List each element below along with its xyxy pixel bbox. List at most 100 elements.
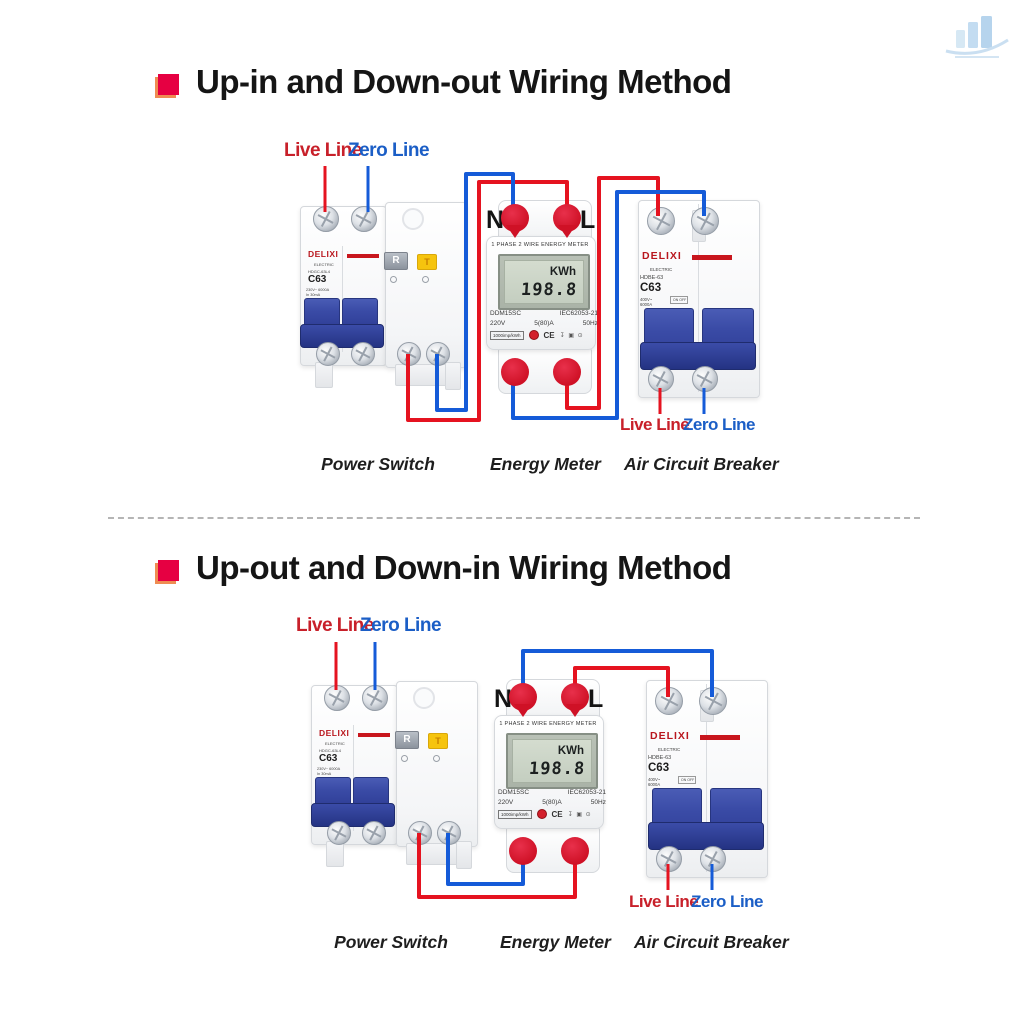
meter-voltage: 220V bbox=[490, 320, 506, 327]
onoff-marks: ON OFF bbox=[678, 776, 696, 784]
terminal-L-label: L bbox=[588, 685, 604, 713]
specs-line2: 6000A bbox=[648, 782, 661, 787]
terminal-L-label: L bbox=[580, 206, 596, 234]
din-tab bbox=[315, 362, 333, 388]
meter-header: 1 PHASE 2 WIRE ENERGY METER bbox=[499, 721, 597, 727]
specs-line1: 400V~ bbox=[648, 777, 661, 782]
ce-mark: CE bbox=[543, 330, 555, 340]
terminal-cover-N-icon bbox=[509, 683, 537, 717]
terminal-screw-top-live bbox=[647, 207, 675, 235]
pulse-led-icon bbox=[536, 809, 547, 819]
terminal-screw-bottom bbox=[362, 821, 386, 845]
test-button[interactable]: T bbox=[417, 254, 437, 270]
meter-rating-row: 220V 5(80)A 50Hz bbox=[490, 320, 598, 327]
current-rating: C63 bbox=[308, 274, 327, 285]
terminal-screw-bottom bbox=[316, 342, 340, 366]
power-switch-right-module bbox=[396, 681, 478, 847]
meter-model-row: DDM15SC IEC62053-21 bbox=[490, 310, 598, 317]
brand-bar bbox=[347, 254, 379, 258]
meter-rating-row: 220V 5(80)A 50Hz bbox=[498, 799, 606, 806]
terminal-screw-bottom-zero bbox=[692, 366, 718, 392]
buildings-logo-watermark-icon bbox=[945, 16, 1009, 58]
terminal-screw-bottom-live bbox=[648, 366, 674, 392]
impulse-rate: 1000imp/kWh bbox=[498, 809, 532, 819]
brand-logo: DELIXI bbox=[642, 250, 682, 262]
meter-model: DDM15SC bbox=[498, 789, 530, 796]
test-button[interactable]: T bbox=[428, 733, 448, 749]
ce-mark: CE bbox=[551, 809, 563, 819]
lcd-unit: KWh bbox=[549, 266, 576, 278]
s2-breaker-zero-line-label: Zero Line bbox=[691, 892, 764, 911]
terminal-screw-top-zero bbox=[351, 206, 377, 232]
breaker-toggle-handle[interactable] bbox=[311, 803, 395, 827]
brand-bar bbox=[358, 733, 390, 737]
terminal-cover-bottom-left-icon bbox=[509, 837, 537, 865]
terminal-screw-bottom-live bbox=[656, 846, 682, 872]
current-rating: C63 bbox=[648, 762, 670, 774]
energy-meter: N L 1 PHASE 2 WIRE ENERGY METER KWh 198.… bbox=[486, 675, 618, 875]
brand-sub: ELECTRIC bbox=[658, 747, 681, 752]
terminal-cover-bottom-left-icon bbox=[501, 358, 529, 386]
specs-line2: In 30mA bbox=[306, 293, 321, 297]
meter-header: 1 PHASE 2 WIRE ENERGY METER bbox=[491, 242, 589, 248]
terminal-screw-top-zero bbox=[699, 687, 727, 715]
terminal-screw-bottom bbox=[351, 342, 375, 366]
meter-frequency: 50Hz bbox=[582, 320, 598, 327]
brand-bar bbox=[700, 735, 740, 740]
meter-frequency: 50Hz bbox=[590, 799, 606, 806]
terminal-cover-bottom-right-icon bbox=[561, 837, 589, 865]
indicator-mark-icon bbox=[433, 755, 440, 762]
terminal-screw-bottom-live-out bbox=[397, 342, 421, 366]
brand-bar bbox=[692, 255, 732, 260]
meter-current: 5(80)A bbox=[542, 799, 562, 806]
s2-breaker-live-line-label: Live Line bbox=[629, 892, 699, 911]
reset-button[interactable]: R bbox=[384, 252, 408, 270]
power-switch-right-module bbox=[385, 202, 467, 368]
reset-button[interactable]: R bbox=[395, 731, 419, 749]
section2-title: Up-out and Down-in Wiring Method bbox=[196, 549, 732, 586]
model-number: HDBE-63 bbox=[640, 275, 664, 281]
impulse-rate: 1000imp/kWh bbox=[490, 330, 524, 340]
s1-supply-zero-line-label: Zero Line bbox=[348, 140, 430, 161]
terminal-screw-top-live bbox=[324, 685, 350, 711]
s2-energy-meter-caption: Energy Meter bbox=[500, 932, 611, 952]
model-number: HDGC-63L4 bbox=[308, 269, 331, 274]
brand-logo: DELIXI bbox=[308, 249, 339, 259]
lcd-screen: KWh 198.8 bbox=[504, 260, 584, 304]
air-circuit-breaker: DELIXI ELECTRIC HDBE-63 C63 400V~ 6000A … bbox=[636, 198, 760, 398]
din-tab bbox=[456, 841, 472, 869]
din-tab bbox=[406, 843, 463, 865]
power-switch: DELIXI ELECTRIC HDGC-63L4 C63 230V~ 6000… bbox=[311, 677, 478, 872]
terminal-screw-bottom bbox=[327, 821, 351, 845]
blind-hole bbox=[413, 687, 435, 709]
specs-line2: In 30mA bbox=[317, 772, 332, 776]
s2-supply-zero-line-label: Zero Line bbox=[360, 615, 442, 636]
section-divider bbox=[108, 517, 920, 519]
din-tab bbox=[326, 841, 344, 867]
terminal-screw-bottom-live-out bbox=[408, 821, 432, 845]
section-bullet-icon bbox=[158, 560, 179, 581]
brand-sub: ELECTRIC bbox=[650, 267, 673, 272]
s1-air-breaker-caption: Air Circuit Breaker bbox=[624, 454, 779, 474]
brand-logo: DELIXI bbox=[319, 728, 350, 738]
s2-supply-live-line-label: Live Line bbox=[296, 615, 374, 636]
onoff-marks: ON OFF bbox=[670, 296, 688, 304]
lcd-display: KWh 198.8 bbox=[506, 733, 598, 789]
specs-line2: 6000A bbox=[640, 302, 653, 307]
meter-standard: IEC62053-21 bbox=[567, 789, 606, 796]
s1-supply-live-line-label: Live Line bbox=[284, 140, 362, 161]
brand-sub: ELECTRIC bbox=[325, 741, 345, 746]
terminal-cover-N-icon bbox=[501, 204, 529, 238]
din-tab bbox=[395, 364, 452, 386]
terminal-screw-bottom-zero-out bbox=[437, 821, 461, 845]
breaker-toggle-handle[interactable] bbox=[300, 324, 384, 348]
energy-meter: N L 1 PHASE 2 WIRE ENERGY METER KWh 198.… bbox=[478, 196, 610, 396]
lcd-reading: 198.8 bbox=[520, 280, 578, 300]
certification-icons: ↧ ▣ ⊙ bbox=[559, 332, 584, 339]
model-number: HDGC-63L4 bbox=[319, 748, 342, 753]
brand-logo: DELIXI bbox=[650, 730, 690, 742]
meter-standard: IEC62053-21 bbox=[559, 310, 598, 317]
terminal-cover-bottom-right-icon bbox=[553, 358, 581, 386]
indicator-mark-icon bbox=[390, 276, 397, 283]
